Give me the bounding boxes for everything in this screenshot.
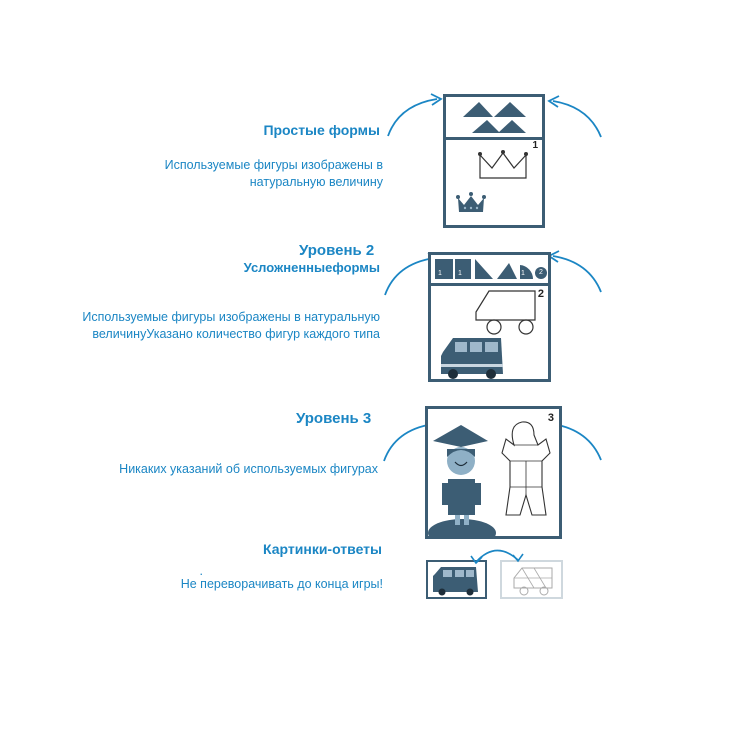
section-3-heading: Уровень 3 [296,410,372,427]
swap-arrow-icon [470,549,524,565]
van-image [441,338,503,379]
section-1-description: Используемые фигуры изображены в натурал… [164,158,383,189]
section-2-heading: Уровень 2 [299,242,375,259]
right-arrow-icon [547,250,602,293]
puzzle-panel: 1 [446,140,542,225]
truck-outline-icon [513,567,553,596]
answer-card-front [426,560,487,599]
shapes-panel [446,97,542,140]
girl-puzzle-illustration [428,421,551,547]
right-arrow-icon [547,95,602,138]
level-1-card: 1 [443,94,545,228]
section-4-description: . Не переворачивать до конца игры! [180,564,383,591]
section-2-description: Используемые фигуры изображены в натурал… [82,310,380,341]
girl-image [428,425,496,547]
crown-filled-icon [456,192,486,212]
piece-count: 1 [521,270,525,277]
piece-count: 1 [438,270,442,277]
section-2-subheading: Усложненныеформы [243,260,380,275]
van-image [433,567,478,596]
truck-outline-icon [441,290,536,379]
card-number: 1 [532,140,538,151]
triangle-pieces-icon [463,102,526,133]
level-2-card: 1 1 6 1 2 2 [428,252,551,382]
piece-counts-panel: 1 1 6 1 2 [431,255,548,286]
piece-shapes-icon [435,259,547,279]
piece-count: 1 [458,270,462,277]
piece-count: 2 [539,269,543,276]
piece-count: 6 [497,270,501,277]
card-number: 2 [537,288,544,300]
puzzle-panel: 2 [431,286,548,379]
figure-outline-icon [501,421,551,516]
section-4-heading: Картинки-ответы [263,541,382,557]
left-arrow-icon [387,93,443,137]
section-3-description: Никаких указаний об используемых фигурах [119,462,378,476]
card-number: 3 [547,412,554,424]
section-1-heading: Простые формы [263,122,380,138]
crown-outline-icon [456,150,528,212]
level-3-card: 3 [425,406,562,547]
answer-card-back [500,560,563,599]
